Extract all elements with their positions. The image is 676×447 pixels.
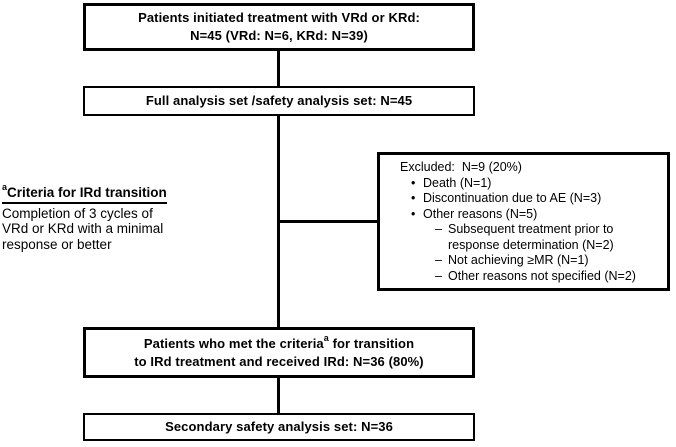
footnote-criteria-heading: aCriteria for IRd transition [2,181,167,204]
excluded-subitem-not-achieving-mr-label: Not achieving ≥MR (N=1) [448,253,589,267]
excluded-subitem-not-achieving-mr: – Not achieving ≥MR (N=1) [435,253,667,269]
box-secondary-safety-set: Secondary safety analysis set: N=36 [83,413,475,441]
excluded-subitem-subsequent-treatment: – Subsequent treatment prior to response… [435,222,667,253]
dash-icon: – [435,268,442,283]
dash-icon: – [435,222,442,236]
footnote-criteria-heading-text: Criteria for IRd transition [7,185,167,200]
box-initiated-line2: N=45 (VRd: N=6, KRd: N=39) [190,28,368,43]
box-transition-line1: Patients who met the criteriaa for trans… [143,333,415,353]
box-full-analysis-set: Full analysis set /safety analysis set: … [83,86,475,116]
excluded-bullet-death-label: Death (N=1) [423,175,492,190]
excluded-subitem-other-not-specified-label: Other reasons not specified (N=2) [448,268,636,283]
connector-initiated-to-full [277,51,280,86]
box-initiated-treatment: Patients initiated treatment with VRd or… [83,3,475,51]
box-transition-line2: to IRd treatment and received IRd: N=36 … [134,353,424,369]
footnote-body-line3: response or better [2,236,112,252]
footnote-body-line2: VRd or KRd with a minimal [2,221,164,236]
box-initiated-line1: Patients initiated treatment with VRd or… [138,10,420,25]
excluded-bullet-other-reasons: • Other reasons (N=5) [411,207,667,223]
footnote-criteria-body: Completion of 3 cycles of VRd or KRd wit… [2,206,192,253]
excluded-subitem-subsequent-treatment-label: Subsequent treatment prior to response d… [448,222,614,252]
excluded-subitem-other-not-specified: – Other reasons not specified (N=2) [435,269,667,285]
box-transition-line1-post: for transition [328,335,415,351]
bullet-icon: • [411,175,416,190]
connector-branch-to-excluded [279,220,377,223]
connector-transition-to-secondary [277,378,280,413]
bullet-icon: • [411,191,416,205]
excluded-bullet-death: • Death (N=1) [411,176,667,192]
excluded-title: Excluded: N=9 (20%) [400,160,522,174]
box-secondary-safety-label: Secondary safety analysis set: N=36 [165,419,393,434]
bullet-icon: • [411,206,416,221]
box-transition-line1-pre: Patients who met the criteria [143,335,324,351]
footnote-criteria: aCriteria for IRd transition Completion … [2,181,192,253]
box-full-analysis-label: Full analysis set /safety analysis set: … [145,93,413,108]
excluded-bullet-discontinuation: • Discontinuation due to AE (N=3) [411,191,667,207]
footnote-body-line1: Completion of 3 cycles of [2,205,153,221]
excluded-bullet-other-reasons-label: Other reasons (N=5) [423,206,538,221]
box-transition-to-ird: Patients who met the criteriaa for trans… [83,327,475,378]
connector-full-to-transition [277,116,280,328]
excluded-bullet-discontinuation-label: Discontinuation due to AE (N=3) [423,191,602,205]
box-excluded: Excluded: N=9 (20%) • Death (N=1) • Disc… [377,152,670,291]
footnote-superscript-a: a [2,181,8,192]
box-transition-superscript-a: a [323,333,329,344]
dash-icon: – [435,253,442,267]
